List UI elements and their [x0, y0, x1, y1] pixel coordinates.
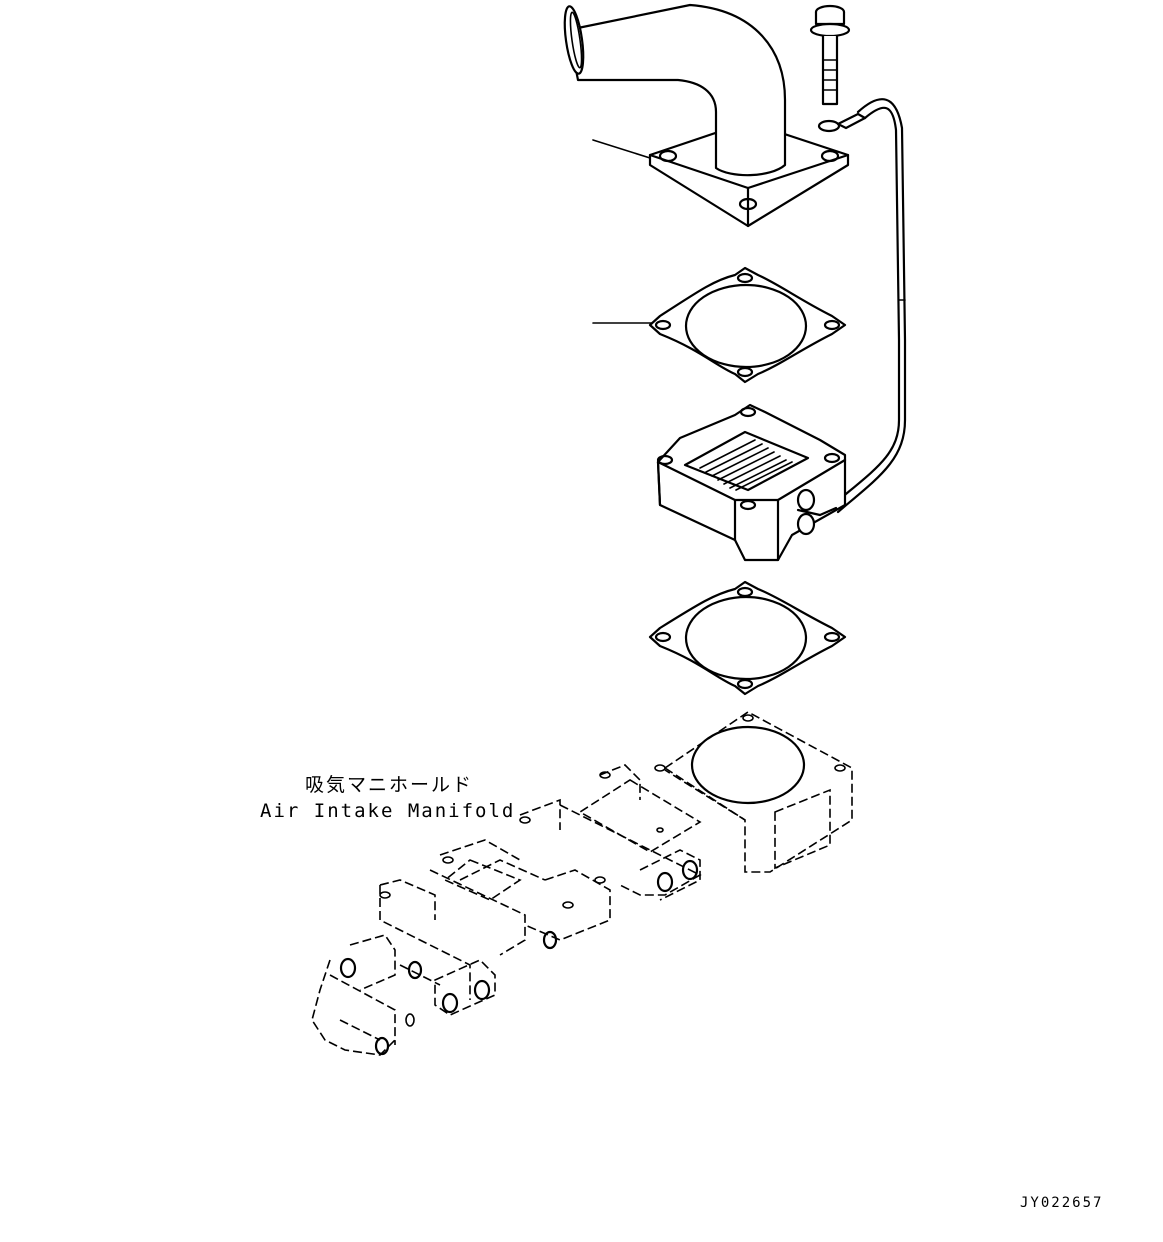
ground-wire-icon — [817, 98, 907, 514]
manifold-label-english: Air Intake Manifold — [260, 800, 516, 822]
elbow-pipe-icon — [563, 3, 850, 228]
gasket-icon-upper — [648, 266, 847, 384]
drawing-reference-code: JY022657 — [1020, 1195, 1104, 1211]
intake-heater-icon — [656, 403, 847, 562]
flange-bolt-icon — [809, 4, 851, 106]
leader-line-elbow — [592, 139, 651, 159]
gasket-icon-lower — [648, 580, 847, 696]
intake-manifold-icon — [311, 711, 853, 1056]
manifold-label-japanese: 吸気マニホールド — [305, 774, 474, 796]
